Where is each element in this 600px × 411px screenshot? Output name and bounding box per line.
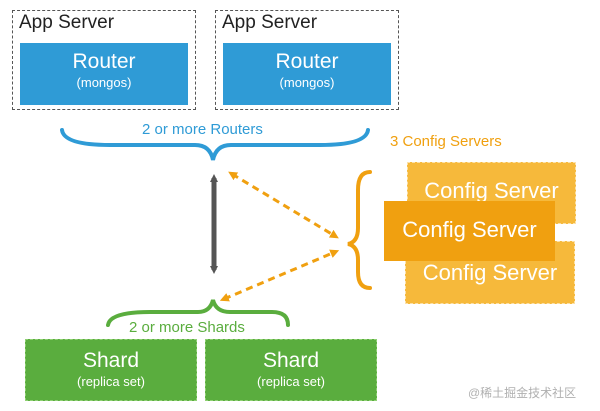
app-server-1: App Server Router (mongos) — [12, 10, 196, 110]
router-sublabel: (mongos) — [279, 75, 335, 90]
shard-label: Shard — [262, 349, 320, 372]
shards-brace — [106, 299, 290, 327]
router-label: Router — [72, 50, 136, 73]
router-sublabel: (mongos) — [76, 75, 132, 90]
config-servers-heading: 3 Config Servers — [390, 133, 502, 150]
config-server-label: Config Server — [402, 217, 537, 242]
app-server-title: App Server — [222, 12, 318, 33]
shard-2: Shard (replica set) — [205, 339, 377, 401]
shard-config-arrow — [219, 249, 340, 302]
shard-sublabel: (replica set) — [257, 374, 325, 389]
shard-label: Shard — [82, 349, 140, 372]
config-server-label: Config Server — [424, 178, 559, 203]
watermark: @稀土掘金技术社区 — [468, 386, 577, 400]
config-brace — [347, 170, 372, 290]
app-server-title: App Server — [19, 12, 115, 33]
router-config-arrow — [228, 171, 339, 239]
router-box: Router (mongos) — [20, 43, 188, 105]
router-label: Router — [275, 50, 339, 73]
config-server-front: Config Server — [384, 201, 555, 261]
router-box: Router (mongos) — [223, 43, 391, 105]
routers-label: 2 or more Routers — [142, 121, 263, 138]
shard-sublabel: (replica set) — [77, 374, 145, 389]
shards-label: 2 or more Shards — [129, 319, 245, 336]
config-server-label: Config Server — [422, 260, 558, 285]
shard-1: Shard (replica set) — [25, 339, 197, 401]
routers-brace — [60, 128, 370, 161]
app-server-2: App Server Router (mongos) — [215, 10, 399, 110]
